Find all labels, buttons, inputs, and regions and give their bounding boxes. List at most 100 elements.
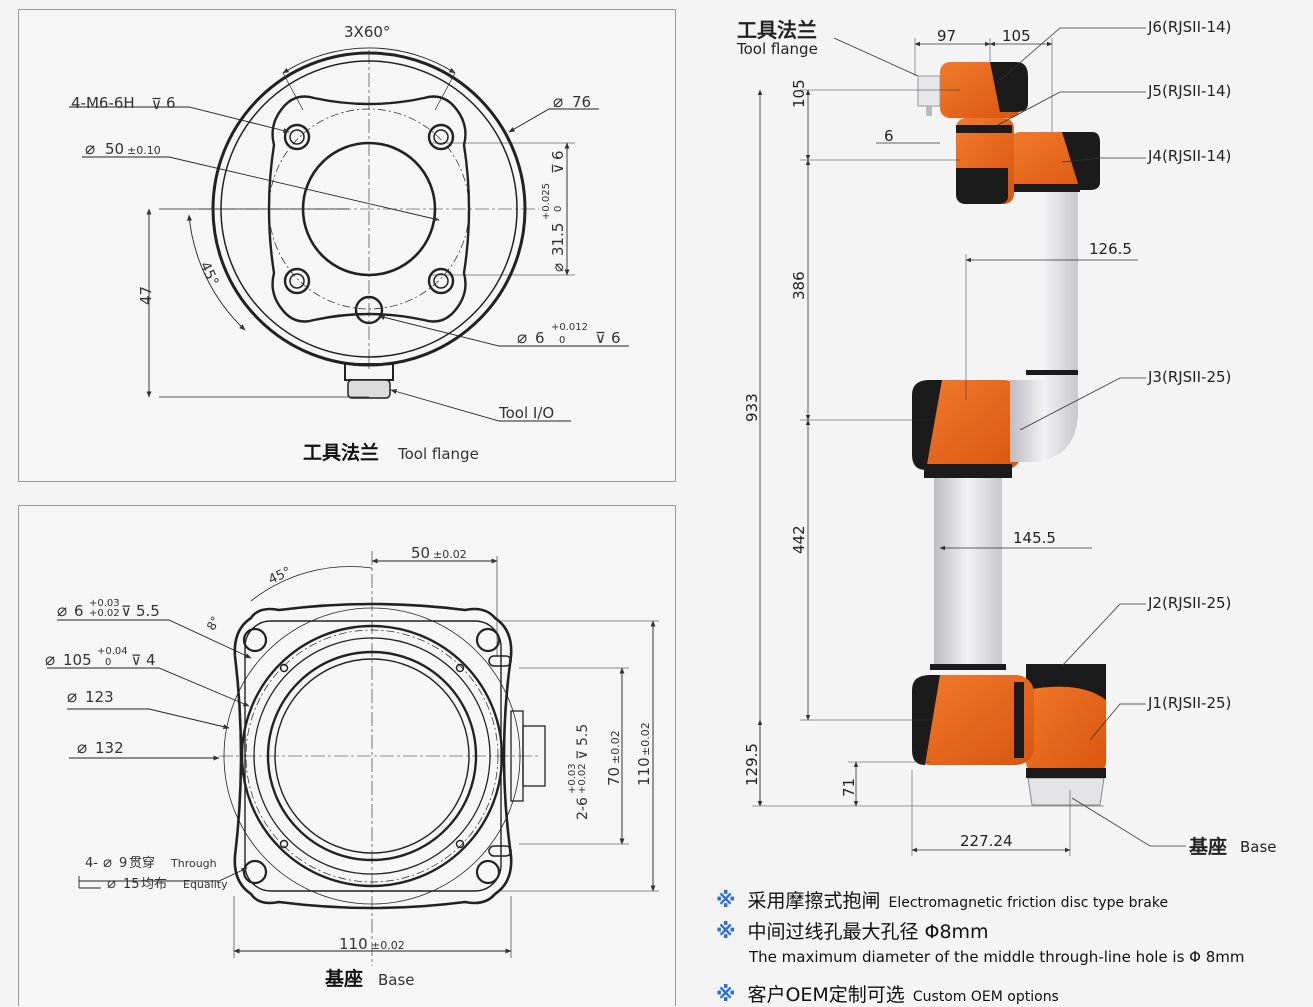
arm-dim-97: 97 [937, 27, 957, 45]
svg-text:⌀: ⌀ [67, 687, 77, 707]
arm-dim-145-5: 145.5 [1013, 529, 1056, 547]
joint-label-j6: J6(RJSII-14) [1148, 18, 1232, 36]
base-dim-110-bottom-tol: ±0.02 [371, 939, 405, 952]
base-dia-105-tol-lower: 0 [105, 657, 111, 668]
base-dim-110-right-tol: ±0.02 [639, 722, 652, 756]
note-through-hole: ※ 中间过线孔最大孔径 Φ8mm [716, 917, 989, 944]
base-dia-132: 132 [95, 739, 124, 757]
base-dim-50-tol: ±0.02 [433, 548, 467, 561]
note-oem-cn: 客户OEM定制可选 [747, 984, 905, 1006]
svg-text:⌀: ⌀ [103, 853, 112, 871]
dia-31-5-tol-lower: 0 [553, 206, 564, 212]
svg-text:⊽: ⊽ [131, 653, 141, 669]
arm-dim-105-side: 105 [790, 79, 808, 108]
base-caption-cn: 基座 [324, 967, 363, 990]
note-mark-icon: ※ [716, 919, 736, 943]
base-holes-pcd: 15 [123, 877, 140, 892]
dia-6-depth: 6 [611, 329, 621, 347]
arm-dim-933: 933 [743, 393, 761, 422]
base-dia-6: 6 [74, 602, 84, 620]
joint-label-j3: J3(RJSII-25) [1148, 368, 1232, 386]
tool-flange-caption-en: Tool flange [397, 445, 479, 463]
base-panel: 50 ±0.02 45° 8° ⌀ 6 +0.03 +0.02 ⊽ 5.5 ⌀ … [18, 505, 676, 1006]
arm-dim-71: 71 [840, 777, 858, 797]
base-holes-cn: 贯穿 [129, 855, 155, 871]
arm-dim-227-24: 227.24 [960, 832, 1013, 850]
base-angle-8: 8° [204, 614, 223, 633]
arm-dim-442: 442 [790, 525, 808, 554]
base-dia-105: 105 [63, 651, 92, 669]
svg-text:⌀: ⌀ [517, 328, 527, 348]
base-dim-70: 70 [605, 767, 623, 786]
arm-flange-label-cn: 工具法兰 [737, 18, 817, 42]
base-holes-en: Through [170, 857, 217, 870]
arm-base-label-cn: 基座 [1189, 836, 1228, 858]
svg-text:⊽: ⊽ [575, 750, 591, 760]
note-oem: ※ 客户OEM定制可选 Custom OEM options [716, 980, 1059, 1007]
base-pins: 2-6 [575, 797, 591, 820]
bolt-depth-label: 6 [166, 94, 176, 112]
angle-3x60-label: 3X60° [344, 23, 390, 41]
angle-45-label: 45° [196, 259, 221, 288]
note-brake-en: Electromagnetic friction disc type brake [888, 895, 1169, 911]
arm-dim-129-5: 129.5 [743, 743, 761, 786]
base-caption-en: Base [378, 971, 415, 989]
joint-label-j4: J4(RJSII-14) [1148, 147, 1232, 165]
base-holes-pcd-en: Equality [183, 878, 228, 891]
arm-dim-6: 6 [884, 127, 894, 145]
dia-76-label: 76 [572, 93, 591, 111]
base-dia-105-tol-upper: +0.04 [97, 646, 128, 657]
note-through-hole-cn: 中间过线孔最大孔径 Φ8mm [747, 921, 989, 943]
note-brake-cn: 采用摩擦式抱闸 [747, 890, 881, 912]
tool-flange-panel: 3X60° 4-M6-6H ⊽ 6 ⌀ 76 ⌀ 50 ±0.10 ⌀ 31.5… [18, 9, 676, 482]
dia-50-tol: ±0.10 [127, 144, 161, 157]
note-mark-icon: ※ [716, 982, 736, 1006]
svg-text:⌀: ⌀ [77, 738, 87, 758]
dia-6-tol-upper: +0.012 [551, 322, 588, 333]
arm-flange-label-en: Tool flange [737, 40, 818, 58]
base-holes-dia: 9 [119, 856, 127, 871]
base-holes-prefix: 4- [85, 856, 98, 871]
joint-label-j5: J5(RJSII-14) [1148, 82, 1232, 100]
svg-text:⌀: ⌀ [549, 263, 567, 272]
arm-dim-105-top: 105 [1002, 27, 1031, 45]
tool-flange-caption-cn: 工具法兰 [303, 441, 379, 464]
base-dia-6-depth: 5.5 [136, 602, 160, 620]
base-drawing: 50 ±0.02 45° 8° ⌀ 6 +0.03 +0.02 ⊽ 5.5 ⌀ … [45, 544, 659, 990]
arm-dim-386: 386 [790, 271, 808, 300]
note-mark-icon: ※ [716, 888, 736, 912]
base-dia-6-tol-lower: +0.02 [89, 608, 120, 619]
base-dim-70-tol: ±0.02 [609, 730, 622, 764]
base-dia-123: 123 [85, 688, 114, 706]
dim-47-label: 47 [137, 286, 155, 305]
dia-6-label: 6 [535, 329, 545, 347]
base-dim-110-bottom: 110 [339, 935, 368, 953]
joint-label-j2: J2(RJSII-25) [1148, 594, 1232, 612]
bolt-holes-label: 4-M6-6H [71, 94, 135, 112]
base-dim-110-right: 110 [635, 757, 653, 786]
base-dim-50: 50 [411, 544, 430, 562]
base-pins-tol-upper: +0.03 [567, 763, 578, 794]
base-pins-depth: 5.5 [575, 724, 591, 746]
svg-text:⌀: ⌀ [85, 139, 95, 159]
arm-dim-126-5: 126.5 [1089, 240, 1132, 258]
dia-31-5-label: 31.5 [549, 223, 567, 256]
joint-label-j1: J1(RJSII-25) [1148, 694, 1232, 712]
base-dia-105-depth: 4 [146, 651, 156, 669]
note-through-hole-en: The maximum diameter of the middle throu… [749, 948, 1245, 966]
base-angle-45: 45° [266, 564, 293, 587]
note-brake: ※ 采用摩擦式抱闸 Electromagnetic friction disc ty… [716, 886, 1168, 913]
base-dia-6-tol-upper: +0.03 [89, 598, 120, 609]
note-oem-en: Custom OEM options [912, 989, 1059, 1005]
dia-31-5-tol-upper: +0.025 [541, 183, 552, 220]
svg-text:⌀: ⌀ [553, 92, 563, 112]
arm-base-label-en: Base [1240, 838, 1277, 856]
svg-text:⊽: ⊽ [151, 95, 162, 113]
base-holes-pcd-cn: 均布 [141, 877, 167, 892]
svg-text:⊽: ⊽ [549, 163, 567, 174]
dia-6-tol-lower: 0 [559, 335, 565, 346]
svg-text:⊽: ⊽ [595, 329, 606, 347]
dia-50-label: 50 [105, 140, 124, 158]
svg-text:⌀: ⌀ [107, 874, 116, 892]
tool-io-label: Tool I/O [498, 404, 554, 422]
